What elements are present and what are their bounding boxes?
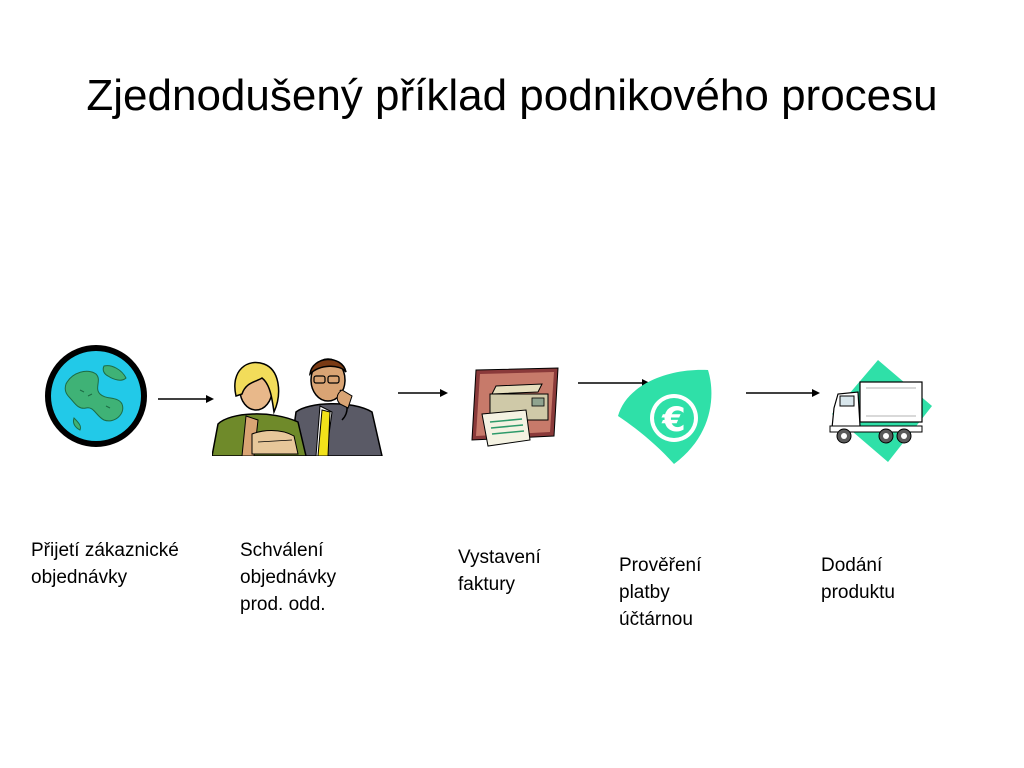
label-line: objednávky <box>240 567 337 588</box>
flow-arrow <box>398 386 450 404</box>
label-line: platby <box>619 582 670 603</box>
globe-icon <box>44 344 148 448</box>
label-line: produktu <box>821 582 895 603</box>
delivery-truck-icon <box>826 356 936 466</box>
step-label-order-received: Přijetí zákaznické objednávky <box>31 537 179 591</box>
svg-text:€: € <box>661 400 686 440</box>
label-line: prod. odd. <box>240 594 326 615</box>
label-line: Dodání <box>821 555 883 576</box>
step-label-order-approval: Schválení objednávky prod. odd. <box>240 537 336 618</box>
slide-title: Zjednodušený příklad podnikového procesu <box>86 71 938 120</box>
business-people-icon <box>212 350 384 456</box>
label-line: Přijetí zákaznické <box>31 540 179 561</box>
label-line: objednávky <box>31 567 128 588</box>
euro-icon: € <box>616 366 720 470</box>
label-line: faktury <box>458 574 516 595</box>
label-line: Vystavení <box>458 547 541 568</box>
printer-icon <box>470 364 562 448</box>
flow-arrow <box>746 386 822 404</box>
step-label-invoice: Vystavení faktury <box>458 544 541 598</box>
label-line: Schválení <box>240 540 324 561</box>
step-label-payment-check: Prověření platby účtárnou <box>619 552 701 633</box>
label-line: Prověření <box>619 555 702 576</box>
step-label-delivery: Dodání produktu <box>821 552 895 606</box>
label-line: účtárnou <box>619 609 693 630</box>
flow-arrow <box>158 392 216 410</box>
